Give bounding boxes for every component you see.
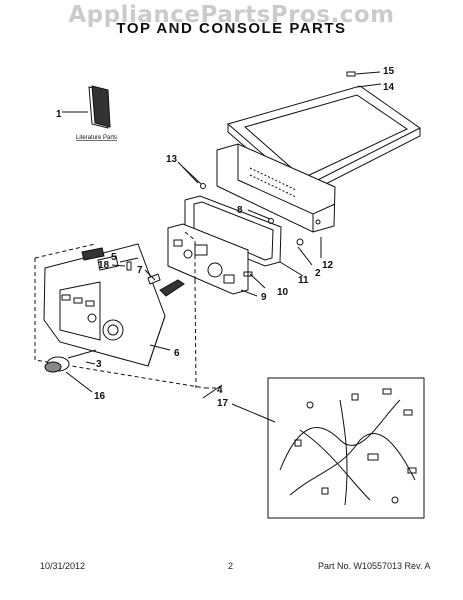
screw-9 bbox=[243, 271, 253, 277]
callout-4: 4 bbox=[217, 385, 223, 396]
control-board bbox=[167, 223, 249, 295]
callout-1: 1 bbox=[56, 109, 62, 120]
callout-numbers: 1 2 3 4 5 6 7 8 9 10 11 12 13 14 15 16 1… bbox=[56, 66, 395, 409]
console-front bbox=[43, 243, 166, 367]
footer-date: 10/31/2012 bbox=[40, 561, 86, 571]
callout-17: 17 bbox=[217, 398, 229, 409]
console-rear-plate bbox=[216, 143, 336, 246]
screw-15 bbox=[346, 71, 381, 77]
callout-9: 9 bbox=[261, 292, 267, 303]
callout-15: 15 bbox=[383, 66, 395, 77]
console-assembly-boundary bbox=[34, 231, 220, 389]
literature-parts-label: Literature Parts bbox=[76, 135, 117, 141]
selector-knob bbox=[44, 349, 97, 373]
callout-18: 18 bbox=[98, 260, 110, 271]
callout-12: 12 bbox=[322, 260, 334, 271]
wire-harness-box bbox=[267, 377, 425, 519]
callout-7: 7 bbox=[137, 265, 143, 276]
callout-14: 14 bbox=[383, 82, 395, 93]
callout-8: 8 bbox=[237, 205, 243, 216]
footer-page-number: 2 bbox=[228, 561, 234, 571]
callout-13: 13 bbox=[166, 154, 178, 165]
page-title: TOP AND CONSOLE PARTS bbox=[116, 20, 347, 37]
callout-16: 16 bbox=[94, 391, 106, 402]
callout-2: 2 bbox=[315, 268, 321, 279]
callout-11: 11 bbox=[298, 275, 309, 286]
callout-5: 5 bbox=[111, 252, 117, 263]
literature-booklet: Literature Parts bbox=[62, 85, 117, 141]
watermark: AppliancePartsPros.com bbox=[68, 2, 395, 28]
callout-leaders bbox=[65, 83, 382, 423]
screw-18 bbox=[126, 261, 132, 271]
callout-3: 3 bbox=[96, 359, 102, 370]
footer-part-number: Part No. W10557013 Rev. A bbox=[318, 561, 431, 571]
callout-10: 10 bbox=[277, 287, 289, 298]
callout-6: 6 bbox=[174, 348, 180, 359]
